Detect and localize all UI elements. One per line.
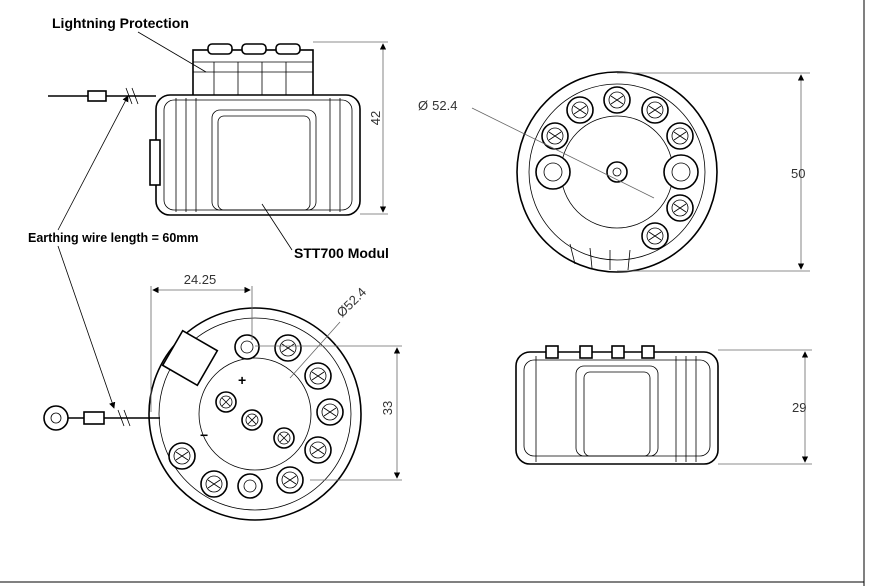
label-module: STT700 Modul — [294, 245, 389, 261]
plus-symbol: + — [238, 372, 246, 388]
leader-module — [261, 203, 293, 251]
dim-50: 50 — [791, 166, 805, 181]
dim-diameter-bottom: Ø52.4 — [334, 284, 370, 320]
leader-earthing-top — [57, 95, 129, 231]
label-earthing-wire: Earthing wire length = 60mm — [28, 231, 199, 245]
dim-33: 33 — [380, 401, 395, 415]
minus-symbol: − — [200, 427, 208, 443]
dim-29: 29 — [792, 400, 806, 415]
leader-lightning — [137, 31, 207, 73]
side-view-top-left: 42 — [48, 41, 388, 216]
dim-42: 42 — [368, 111, 383, 125]
top-view-bottom-left: + − 24.25 Ø52.4 33 — [43, 272, 402, 521]
side-view-bottom-right: 29 — [515, 345, 812, 465]
dim-24-25: 24.25 — [184, 272, 217, 287]
label-lightning-protection: Lightning Protection — [52, 15, 189, 31]
leader-earthing-bottom — [57, 245, 116, 409]
